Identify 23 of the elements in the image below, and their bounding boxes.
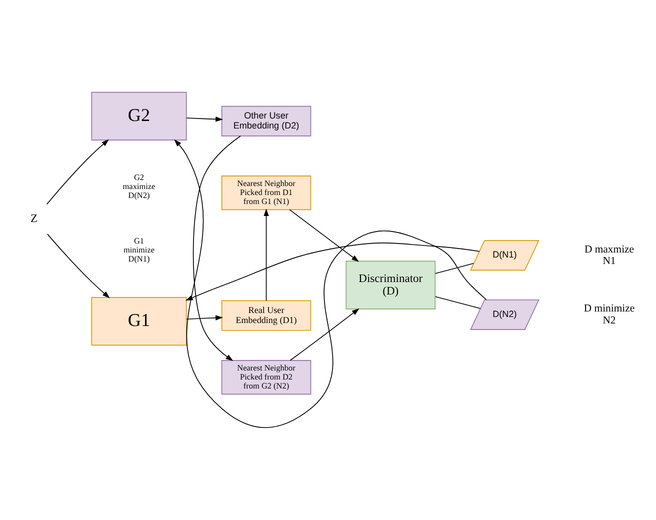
arrow — [186, 315, 223, 320]
arrow — [174, 139, 487, 428]
arrow — [186, 116, 223, 122]
node-box: Other User Embedding (D2) — [221, 106, 312, 136]
arrow — [290, 308, 360, 361]
node-box: Real User Embedding (D1) — [221, 300, 312, 331]
connector — [434, 262, 474, 274]
label: D minimize N2 — [584, 302, 635, 326]
node-text: Z — [30, 213, 38, 226]
label: G2 maximize D(N2) — [122, 173, 156, 200]
arrow — [46, 139, 109, 205]
node-box: Nearest Neighbor Picked from D1 from G1 (N1) — [221, 175, 312, 210]
label: G1 minimize D(N1) — [123, 236, 155, 264]
arrow — [46, 234, 110, 298]
node-box: Discriminator (D) — [346, 260, 436, 310]
arrow — [264, 208, 269, 302]
label: D maxmize N1 — [584, 243, 634, 267]
arrow — [192, 136, 241, 362]
connector — [434, 296, 481, 309]
node-box: Nearest Neighbor Picked from D2 from G2 (N2) — [221, 360, 312, 395]
arrow — [289, 209, 359, 262]
node-box: G1 — [91, 296, 187, 346]
node-box: G2 — [91, 92, 187, 140]
